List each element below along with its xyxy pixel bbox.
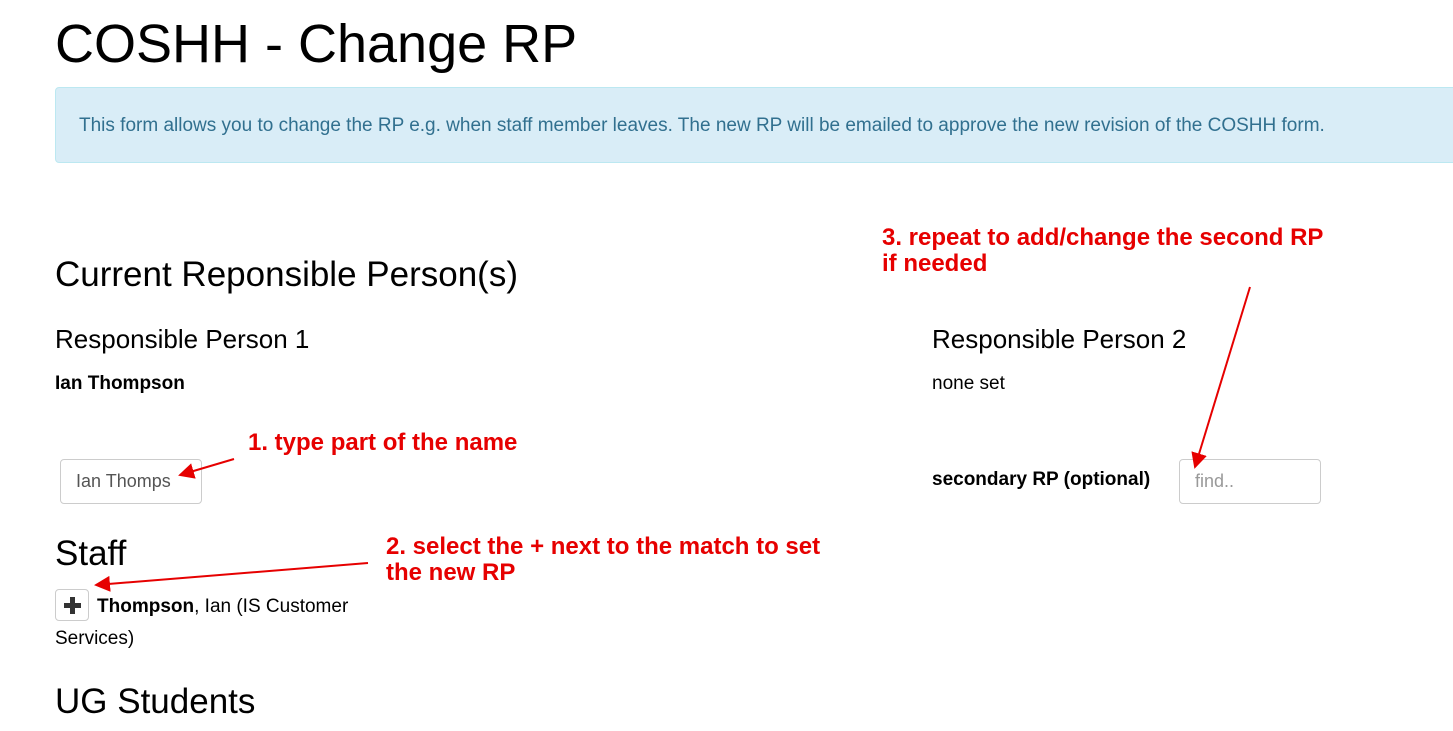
rp2-search-input[interactable]: [1179, 459, 1321, 504]
rp1-name: Ian Thompson: [55, 373, 185, 394]
staff-heading: Staff: [55, 534, 127, 573]
annotation-step-2-line-2: the new RP: [386, 559, 516, 586]
rp1-heading: Responsible Person 1: [55, 324, 310, 354]
add-rp-button[interactable]: [55, 589, 89, 621]
annotation-step-2-line-1: 2. select the + next to the match to set: [386, 533, 821, 560]
staff-details: , Ian (IS Customer Services): [55, 596, 349, 649]
annotation-step-3-line-2: if needed: [882, 250, 988, 277]
arrow-step-2: [94, 562, 369, 592]
annotation-step-1: 1. type part of the name: [248, 429, 518, 456]
staff-result-item: Thompson, Ian (IS Customer Services): [55, 591, 385, 655]
rp2-heading: Responsible Person 2: [932, 324, 1187, 354]
annotation-step-3-line-1: 3. repeat to add/change the second RP: [882, 224, 1324, 251]
arrow-step-3: [1191, 286, 1251, 469]
info-alert: This form allows you to change the RP e.…: [55, 87, 1453, 163]
secondary-rp-label: secondary RP (optional): [932, 469, 1151, 490]
page-title: COSHH - Change RP: [55, 14, 578, 74]
current-rp-heading: Current Reponsible Person(s): [55, 255, 518, 294]
rp2-name: none set: [932, 373, 1005, 394]
ug-students-heading: UG Students: [55, 682, 256, 721]
rp1-search-input[interactable]: [60, 459, 202, 504]
staff-surname: Thompson: [97, 596, 195, 617]
plus-icon: [64, 597, 81, 614]
